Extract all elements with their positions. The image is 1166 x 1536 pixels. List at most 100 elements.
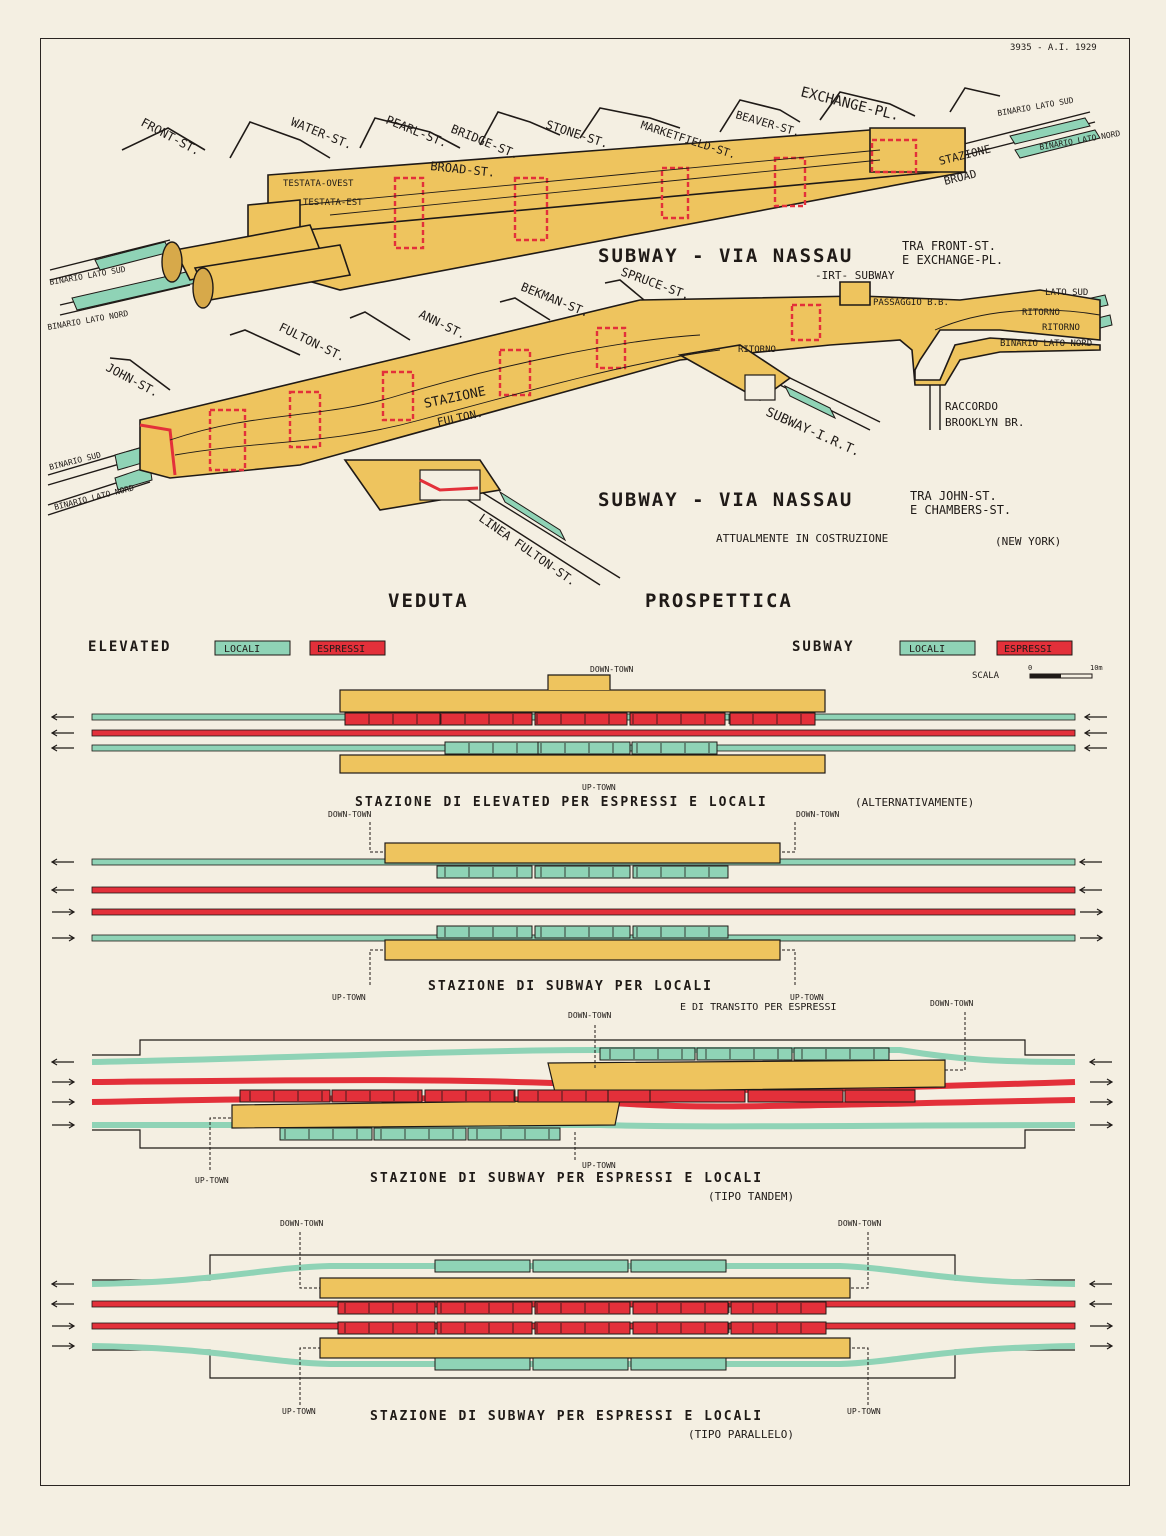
d4-arrow-r2: [1090, 1322, 1114, 1330]
d4-arrow-l3: [52, 1342, 76, 1350]
d2-down-town-left: DOWN-TOWN: [328, 810, 372, 819]
d3-stair-dr: [945, 1012, 966, 1071]
d2-down-town-right: DOWN-TOWN: [796, 810, 840, 819]
d2-stair-ur: [780, 949, 796, 985]
street-ann: ANN-ST.: [417, 307, 469, 342]
lato-sud: LATO SUD: [1045, 288, 1088, 298]
street-fulton: FULTON-ST.: [277, 320, 348, 364]
brooklyn: BROOKLYN BR.: [945, 416, 1024, 429]
d2-local-car-bot-0: [436, 925, 533, 939]
d2-local-car-top-1: [534, 865, 631, 879]
d3-local-car-top-1: [696, 1047, 793, 1061]
binario-nord-top-left: BINARIO LATO NORD: [47, 309, 129, 332]
d4-local-car-top-0: [434, 1259, 531, 1273]
d3-local-car-top-2: [793, 1047, 890, 1061]
street-john: JOHN-ST.: [104, 360, 162, 399]
d2-stair-dr: [780, 822, 796, 853]
d2-ticks-top: [444, 867, 710, 877]
mid-title-line2: E CHAMBERS-ST.: [910, 503, 1011, 517]
d1-arrow-l1: [50, 713, 74, 721]
d4-express-car-b-2: [534, 1321, 631, 1335]
d3-arrow-l0: [50, 1058, 74, 1066]
d1-express-car-0: [344, 712, 443, 726]
d3-express-car-right-1: [649, 1089, 746, 1103]
d3-up-town-right: UP-TOWN: [582, 1161, 616, 1170]
ritorno-2: RITORNO: [1042, 323, 1080, 333]
d3-local-car-bot-2: [467, 1127, 561, 1141]
d1-track-express-1: [91, 729, 1076, 737]
d1-express-car-4: [729, 712, 816, 726]
street-exchange: EXCHANGE-PL.: [799, 84, 901, 124]
d3-ticks-b: [249, 1091, 587, 1101]
d1-down-town: DOWN-TOWN: [590, 665, 634, 674]
top-title: SUBWAY - VIA NASSAU: [598, 245, 853, 267]
d3-express-car-left-3: [517, 1089, 609, 1103]
attualmente: ATTUALMENTE IN COSTRUZIONE: [716, 532, 888, 545]
drawing-frame: [40, 38, 1130, 1486]
d1-express-car-3: [629, 712, 726, 726]
d3-caption: STAZIONE DI SUBWAY PER ESPRESSI E LOCALI: [370, 1171, 763, 1186]
d2-up-town-right: UP-TOWN: [790, 993, 824, 1002]
d3-arrow-r3: [1090, 1121, 1114, 1129]
legend-subway-espressi-swatch: [996, 640, 1073, 656]
d2-arrow-l1: [50, 886, 74, 894]
d2-stair-dl: [369, 822, 385, 853]
d2-platform-bottom: [384, 939, 781, 961]
d1-local-ticks: [444, 743, 710, 753]
street-stone: STONE-ST.: [544, 118, 610, 151]
d1-arrow-r1: [1083, 713, 1107, 721]
d1-arrow-r2: [1083, 729, 1107, 737]
d3-arrow-r1: [1090, 1078, 1114, 1086]
station-diagrams: [50, 674, 1114, 1405]
d2-local-car-top-0: [436, 865, 533, 879]
d4-up-town-left: UP-TOWN: [282, 1407, 316, 1416]
d3-up-town-left: UP-TOWN: [195, 1176, 229, 1185]
binario-nord-mid-left: BINARIO LATO NORD: [53, 483, 135, 512]
d4-up-town-right: UP-TOWN: [847, 1407, 881, 1416]
d4-stair-dr: [850, 1232, 869, 1289]
d3-local-car-top-0: [599, 1047, 696, 1061]
d4-express-car-b-3: [632, 1321, 729, 1335]
d4-arrow-l2: [52, 1322, 76, 1330]
d4-express-car-b-4: [730, 1321, 827, 1335]
d1-note: (ALTERNATIVAMENTE): [855, 796, 974, 809]
d4-arrow-l0: [50, 1280, 74, 1288]
subway-irt: SUBWAY-I.R.T.: [763, 405, 862, 460]
d4-express-car-a-3: [632, 1301, 729, 1315]
street-pearl: PEARL-ST.: [384, 113, 450, 150]
d2-arrow-l0: [50, 858, 74, 866]
d4-local-car-bot-1: [532, 1357, 629, 1371]
legend-elevated-espressi: ESPRESSI: [317, 644, 365, 655]
heading-prospettica: PROSPETTICA: [645, 590, 793, 612]
linea-fulton: LINEA FULTON-ST.: [476, 511, 579, 589]
d3-arrow-l1: [52, 1078, 76, 1086]
legend-subway-espressi: ESPRESSI: [1004, 644, 1052, 655]
street-bridge: BRIDGE-ST.: [449, 122, 521, 162]
d4-note: (TIPO PARALLELO): [688, 1428, 794, 1441]
top-perspective: FRONT-ST. WATER-ST. PEARL-ST. BRIDGE-ST.…: [47, 84, 1121, 332]
d3-arrow-r2: [1090, 1098, 1114, 1106]
d1-local-car-1: [537, 741, 631, 755]
mid-title: SUBWAY - VIA NASSAU: [598, 489, 853, 511]
d4-local-car-top-1: [532, 1259, 629, 1273]
d3-arrow-r0: [1088, 1058, 1112, 1066]
d4-ticks-b: [344, 1323, 802, 1333]
d4-caption: STAZIONE DI SUBWAY PER ESPRESSI E LOCALI: [370, 1409, 763, 1424]
d3-arrow-l2: [52, 1098, 76, 1106]
heading-veduta: VEDUTA: [388, 590, 469, 612]
legend-elevated-locali-swatch: [214, 640, 291, 656]
d3-platform-left: [231, 1099, 621, 1129]
testata-est: TESTATA-EST: [303, 198, 363, 208]
d3-track-local-2: [92, 1122, 1076, 1130]
d4-express-car-b-0: [337, 1321, 436, 1335]
street-beaver: BEAVER-ST.: [734, 108, 801, 139]
legend: ELEVATED LOCALI ESPRESSI SUBWAY LOCALI E…: [88, 639, 1103, 681]
legend-elevated-espressi-swatch: [309, 640, 386, 656]
new-york: (NEW YORK): [995, 535, 1061, 548]
scale-bar: [1029, 673, 1093, 679]
d3-down-town-left: DOWN-TOWN: [568, 1011, 612, 1020]
d4-express-car-a-0: [337, 1301, 436, 1315]
passaggio: PASSAGGIO B.B.: [873, 298, 949, 308]
d4-arrow-r0: [1088, 1280, 1112, 1288]
d3-express-car-left-2: [424, 1089, 516, 1103]
